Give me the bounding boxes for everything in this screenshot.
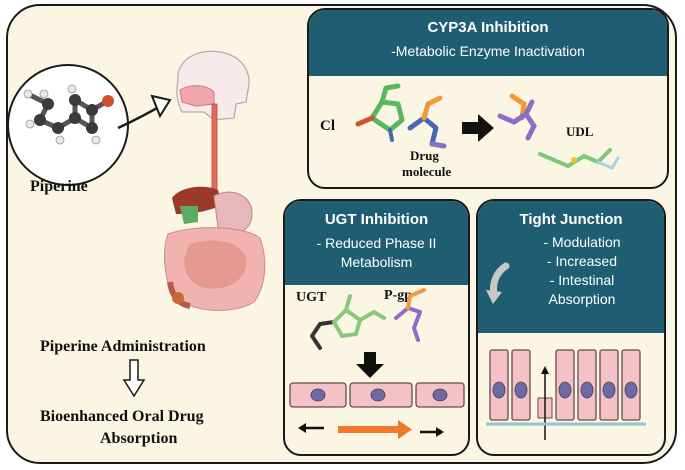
outcome-label-line2: Absorption	[100, 430, 178, 447]
ugt-subtitle-2: Metabolism	[340, 254, 413, 270]
pgp-label: P-gp	[384, 288, 412, 303]
tight-junction-panel: Tight Junction - Modulation - Increased …	[476, 199, 666, 456]
piperine-label: Piperine	[30, 178, 88, 195]
cyp3a-subtitle: -Metabolic Enzyme Inactivation	[391, 43, 585, 59]
down-arrow-icon	[122, 359, 146, 398]
udl-label: UDL	[566, 124, 594, 139]
curved-arrow-icon	[486, 262, 510, 304]
cyp3a-header: CYP3A Inhibition -Metabolic Enzyme Inact…	[309, 10, 667, 76]
tight-junction-line-2: - Increased	[546, 253, 618, 269]
outcome-label-line1: Bioenhanced Oral Drug	[40, 408, 204, 425]
ugt-subtitle-1: - Reduced Phase II	[316, 235, 437, 251]
drug-molecule-label-2: molecule	[402, 164, 452, 179]
tight-junction-line-3: - Intestinal	[549, 272, 615, 288]
cyp3a-panel: CYP3A Inhibition -Metabolic Enzyme Inact…	[307, 8, 669, 189]
ugt-label: UGT	[296, 290, 327, 305]
cl-label: Cl	[320, 118, 335, 134]
tight-junction-line-4: Absorption	[548, 291, 616, 307]
tight-junction-line-1: - Modulation	[543, 234, 621, 250]
tight-junction-header: Tight Junction - Modulation - Increased …	[478, 201, 664, 333]
ugt-title: UGT Inhibition	[324, 211, 429, 228]
ugt-header: UGT Inhibition - Reduced Phase II Metabo…	[285, 201, 468, 285]
ugt-panel: UGT Inhibition - Reduced Phase II Metabo…	[283, 199, 470, 456]
drug-molecule-label-1: Drug	[410, 148, 439, 163]
tight-junction-title: Tight Junction	[519, 211, 623, 228]
piperine-administration-label: Piperine Administration	[40, 338, 206, 355]
cyp3a-title: CYP3A Inhibition	[427, 19, 549, 36]
